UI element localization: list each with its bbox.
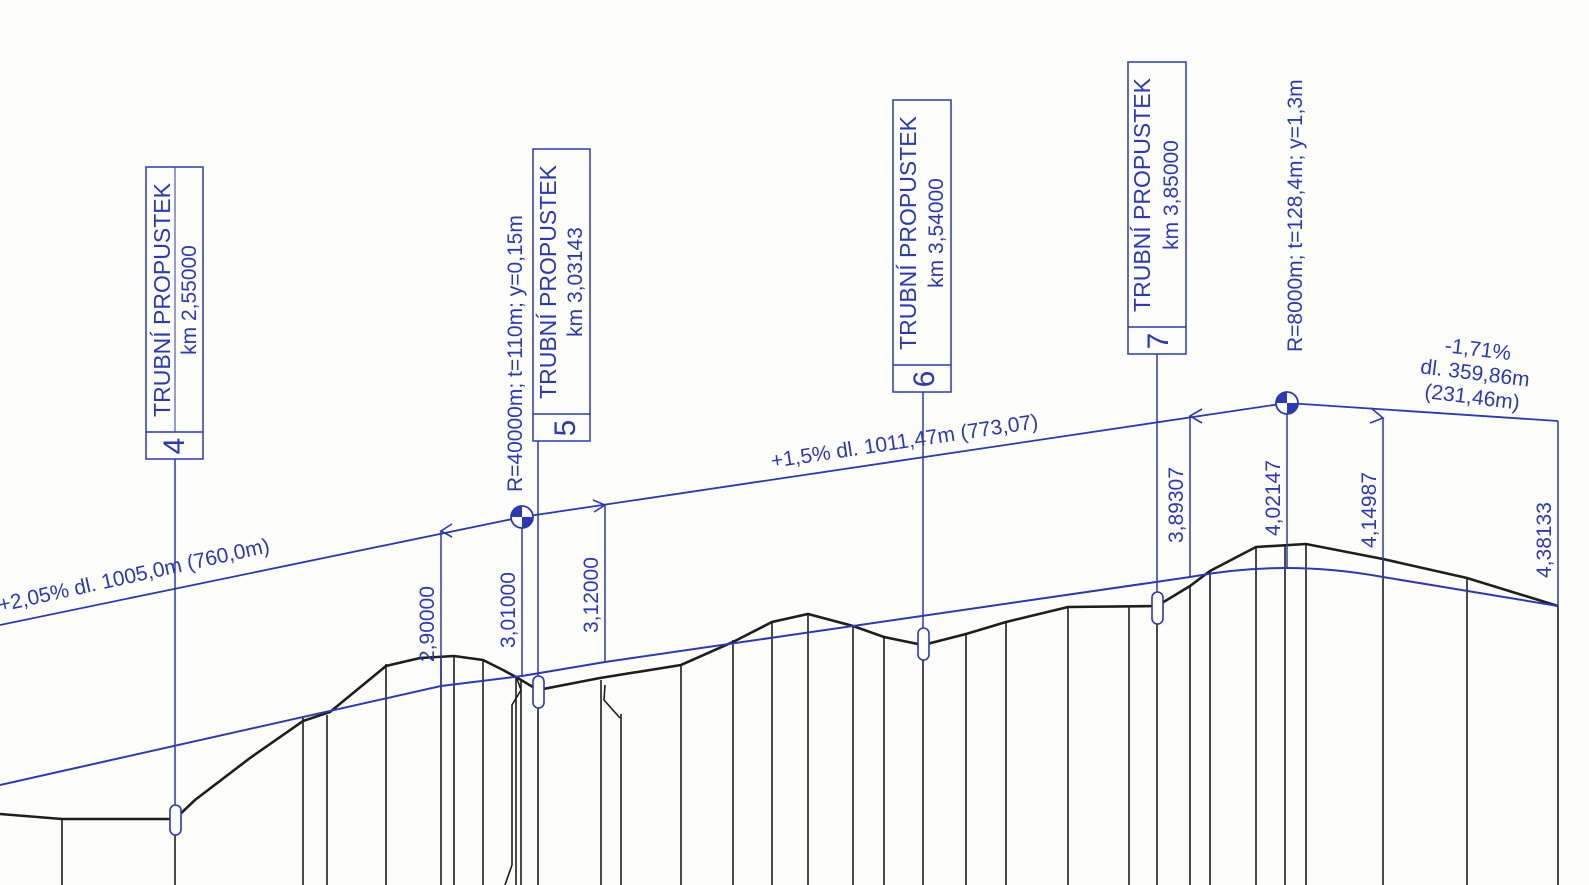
culvert-pipe-symbols [169,591,1164,836]
culvert-title-7: TRUBNÍ PROPUSTEK [1129,77,1155,312]
culvert-number-6: 6 [908,371,941,388]
culvert-number-4: 4 [158,438,191,455]
culvert-number-5: 5 [549,420,582,437]
culvert-label-7: 7 TRUBNÍ PROPUSTEK km 3,85000 [1127,61,1187,355]
grade-label-1: +2,05% dl. 1005,0m (760,0m) [0,534,272,616]
culvert-km-7: km 3,85000 [1160,140,1183,250]
ditch-notch [504,675,522,885]
station-label-7: 4,38133 [1533,502,1556,578]
pipe-symbol-6 [917,627,930,661]
culvert-km-6: km 3,54000 [925,178,948,288]
vertex-symbol-1 [510,505,534,529]
culvert-number-7: 7 [1142,333,1175,350]
pipe-symbol-7 [1151,591,1164,625]
station-label-4: 3,89307 [1165,467,1188,543]
culvert-km-4: km 2,55000 [178,245,201,355]
culvert-label-6: 6 TRUBNÍ PROPUSTEK km 3,54000 [892,99,952,393]
culvert-leader-lines [174,354,1158,835]
grade-label-3: -1,71% dl. 359,86m (231,46m) [1419,334,1531,414]
pipe-symbol-5 [532,675,545,709]
culvert-label-4: 4 TRUBNÍ PROPUSTEK km 2,55000 [145,166,204,460]
culvert-title-6: TRUBNÍ PROPUSTEK [895,115,921,350]
tangent-lines [0,402,1559,626]
pipe-symbol-4 [169,804,182,836]
terrain-line [0,542,1559,821]
station-label-6: 4,14987 [1358,472,1381,548]
station-label-3: 3,12000 [580,557,603,633]
culvert-title-5: TRUBNÍ PROPUSTEK [535,164,561,399]
culvert-title-4: TRUBNÍ PROPUSTEK [149,182,175,417]
station-label-5: 4,02147 [1262,460,1285,536]
culvert-label-5: 5 TRUBNÍ PROPUSTEK km 3,03143 [532,148,591,442]
station-lines [440,403,1559,686]
station-label-1: 2,90000 [416,586,439,662]
grade-label-2: +1,5% dl. 1011,47m (773,07) [769,410,1039,473]
vertex-symbol-2 [1275,391,1299,415]
vertical-curve-label-1: R=40000m; t=110m; y=0,15m [504,215,527,492]
design-grade-line [0,567,1559,786]
culvert-km-5: km 3,03143 [564,227,587,337]
ground-ordinate-lines [61,544,1559,885]
ditch-notch-right [603,684,621,719]
vertical-curve-label-2: R=8000m; t=128,4m; y=1,3m [1284,79,1307,352]
tangent-arrows [439,407,1385,538]
station-label-2: 3,01000 [497,572,520,648]
